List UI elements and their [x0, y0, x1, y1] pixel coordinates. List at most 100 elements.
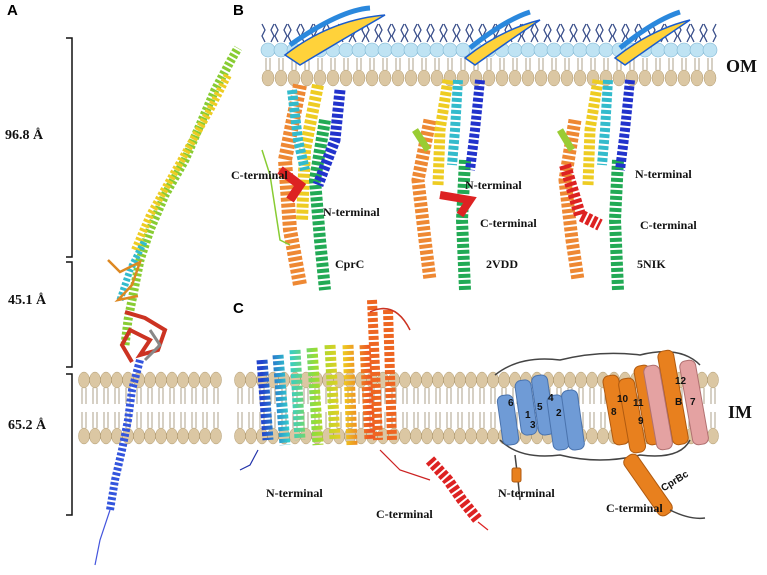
ribbon-c-terminal: C-terminal — [376, 507, 433, 521]
om-lipid-tail — [612, 23, 626, 43]
lipid-tail — [81, 412, 87, 428]
lipid-tail — [114, 388, 120, 404]
lipid-head — [454, 427, 466, 445]
om-lipid-tail — [365, 23, 379, 43]
lipid-tail — [589, 412, 595, 428]
om-lower-head — [573, 69, 587, 87]
lipid-head — [100, 427, 112, 445]
helix-number: 3 — [530, 420, 536, 431]
transporter-ribbon — [239, 299, 489, 531]
lipid-head — [155, 427, 167, 445]
om-lipid-tail — [586, 23, 600, 43]
lipid-head — [564, 371, 576, 389]
measurement-middle: 45.1 Å — [8, 293, 47, 308]
lipid-tail — [589, 388, 595, 404]
cprc-name: CprC — [335, 257, 365, 271]
om-lower-tail — [642, 58, 648, 70]
lipid-tail — [158, 412, 164, 428]
om-lower-tail — [551, 58, 557, 70]
panel-c — [234, 299, 719, 531]
om-lipid-tail — [703, 23, 717, 43]
lipid-head — [155, 371, 167, 389]
lipid-tail — [479, 388, 485, 404]
om-lower-tail — [382, 58, 388, 70]
om-lower-head — [274, 69, 288, 87]
lipid-tail — [413, 412, 419, 428]
om-lower-head — [365, 69, 379, 87]
pink-helices — [643, 359, 709, 451]
panel-label-b: B — [233, 2, 244, 19]
lipid-tail — [424, 412, 430, 428]
om-lipid-tail — [573, 23, 587, 43]
om-lipid-head — [689, 42, 705, 58]
lipid-tail — [169, 412, 175, 428]
lipid-head — [144, 427, 156, 445]
om-lower-tail — [655, 58, 661, 70]
om-lower-head — [547, 69, 561, 87]
lipid-head — [144, 371, 156, 389]
lipid-head — [443, 427, 455, 445]
om-lower-tail — [564, 58, 570, 70]
om-lipid-tail — [534, 23, 548, 43]
lipid-head — [421, 427, 433, 445]
lipid-head — [177, 371, 189, 389]
om-lipid-head — [572, 42, 588, 58]
om-lipid-tail — [430, 23, 444, 43]
om-lipid-head — [403, 42, 419, 58]
lipid-head — [410, 427, 422, 445]
om-lipid-head — [702, 42, 718, 58]
om-lipid-tail — [404, 23, 418, 43]
om-lower-head — [313, 69, 327, 87]
protein-ribbon-a — [94, 45, 242, 566]
lipid-tail — [490, 412, 496, 428]
lipid-head — [476, 427, 488, 445]
5nik-n-terminal: N-terminal — [635, 167, 692, 181]
om-lipid-head — [546, 42, 562, 58]
im-label: IM — [728, 402, 752, 422]
helix-bundle-cprc — [261, 83, 346, 291]
lipid-head — [111, 371, 123, 389]
om-lower-tail — [694, 58, 700, 70]
lipid-head — [498, 371, 510, 389]
om-lower-tail — [486, 58, 492, 70]
beta-barrels — [283, 5, 691, 66]
om-lower-tail — [668, 58, 674, 70]
lipid-tail — [435, 388, 441, 404]
lipid-head — [355, 371, 367, 389]
lipid-tail — [237, 388, 243, 404]
lipid-tail — [457, 412, 463, 428]
panel-label-a: A — [7, 2, 18, 19]
lipid-head — [707, 371, 719, 389]
lipid-head — [707, 427, 719, 445]
om-lower-tail — [369, 58, 375, 70]
blue-helices — [496, 374, 585, 451]
om-lower-tail — [447, 58, 453, 70]
lipid-head — [133, 427, 145, 445]
om-lipid-head — [351, 42, 367, 58]
helix-number: 12 — [675, 376, 687, 387]
lipid-head — [245, 427, 257, 445]
lipid-head — [465, 427, 477, 445]
lipid-head — [89, 427, 101, 445]
lipid-tail — [446, 388, 452, 404]
lipid-head — [111, 427, 123, 445]
lipid-tail — [578, 388, 584, 404]
lipid-tail — [180, 388, 186, 404]
lipid-head — [487, 427, 499, 445]
lipid-tail — [147, 412, 153, 428]
om-lower-head — [430, 69, 444, 87]
om-lower-head — [677, 69, 691, 87]
measurement-top: 96.8 Å — [5, 128, 44, 143]
om-lower-head — [261, 69, 275, 87]
lipid-head — [89, 371, 101, 389]
lipid-head — [399, 427, 411, 445]
lipid-head — [443, 371, 455, 389]
om-lower-tail — [408, 58, 414, 70]
helix-number: 2 — [556, 408, 562, 419]
cprbc-helix — [623, 453, 706, 520]
lipid-tail — [402, 388, 408, 404]
lipid-head — [177, 427, 189, 445]
om-lower-head — [508, 69, 522, 87]
lipid-tail — [202, 388, 208, 404]
